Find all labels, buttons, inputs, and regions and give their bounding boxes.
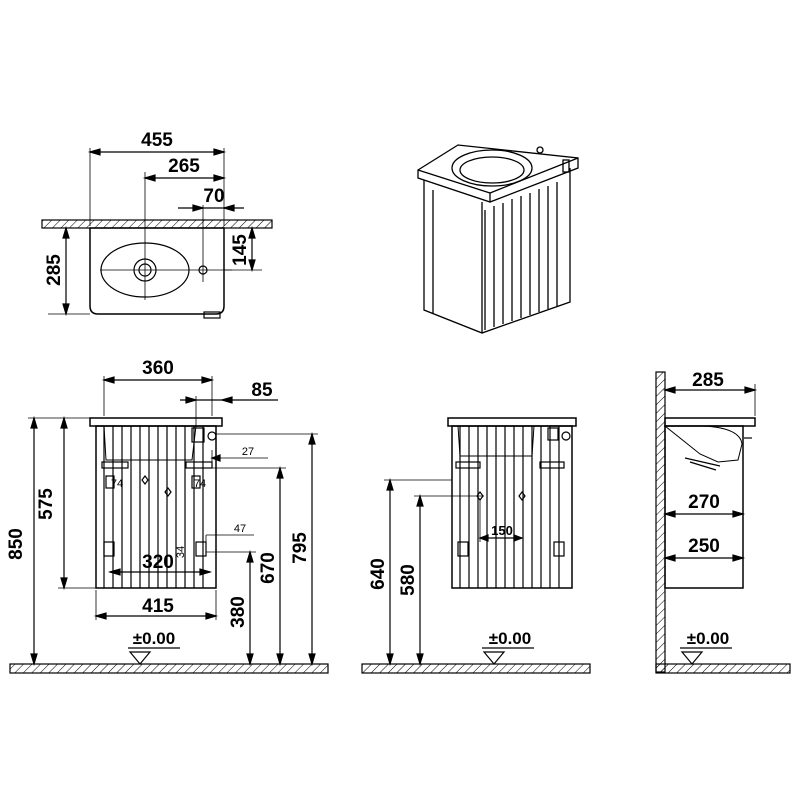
dim-150: 150 xyxy=(491,523,513,538)
dim-265: 265 xyxy=(168,156,200,177)
cabinet-front xyxy=(95,425,217,589)
dim-285-side: 285 xyxy=(692,370,724,391)
dim-415: 415 xyxy=(142,596,174,617)
basin-bowl-front xyxy=(103,425,197,461)
countertop-front xyxy=(89,417,223,427)
level-marker-front xyxy=(128,651,152,665)
basin-outline-top xyxy=(89,227,225,315)
floor-hatch-side xyxy=(655,663,791,674)
counter-top-iso xyxy=(417,144,579,203)
dim-34: 34 xyxy=(175,546,187,558)
middle-view xyxy=(361,417,591,674)
dim-270: 270 xyxy=(688,492,720,513)
top-view xyxy=(41,148,273,319)
level-label-front: ±0.00 xyxy=(133,629,175,648)
dim-74-right: 74 xyxy=(194,478,206,490)
wall-hatch-top xyxy=(41,219,273,229)
dim-285-top: 285 xyxy=(44,254,65,286)
front-view xyxy=(9,376,329,674)
dim-580: 580 xyxy=(398,564,419,596)
dim-795: 795 xyxy=(290,532,311,564)
basin-profile-side xyxy=(663,425,743,463)
side-view xyxy=(655,371,791,674)
handle-iso xyxy=(562,159,570,173)
perspective-view xyxy=(417,144,579,334)
level-marker-middle xyxy=(482,651,506,665)
dim-850: 850 xyxy=(6,528,27,560)
tap-hole-iso xyxy=(536,146,544,154)
dim-320: 320 xyxy=(142,552,174,573)
dim-575: 575 xyxy=(36,488,57,520)
dim-85: 85 xyxy=(251,380,273,401)
countertop-middle xyxy=(447,417,577,427)
bracket-top xyxy=(203,311,221,319)
tap-front xyxy=(191,427,205,443)
dim-70: 70 xyxy=(203,186,224,207)
dim-74-left: 74 xyxy=(111,478,123,490)
dim-250: 250 xyxy=(688,536,720,557)
dim-670: 670 xyxy=(258,552,279,584)
countertop-side xyxy=(664,417,756,427)
dim-360: 360 xyxy=(142,358,174,379)
cabinet-middle xyxy=(451,425,573,589)
level-marker-side xyxy=(680,651,704,665)
floor-hatch-middle xyxy=(361,663,591,674)
dim-455: 455 xyxy=(141,130,173,151)
dim-380: 380 xyxy=(228,596,249,628)
dim-145: 145 xyxy=(230,234,251,266)
dim-640: 640 xyxy=(368,558,389,590)
floor-hatch-front xyxy=(9,663,329,674)
level-label-middle: ±0.00 xyxy=(489,629,531,648)
bowl-iso xyxy=(451,149,533,187)
level-label-side: ±0.00 xyxy=(687,629,729,648)
dim-47: 47 xyxy=(234,523,246,535)
dim-27: 27 xyxy=(242,446,254,458)
wall-hatch-side xyxy=(655,371,666,673)
